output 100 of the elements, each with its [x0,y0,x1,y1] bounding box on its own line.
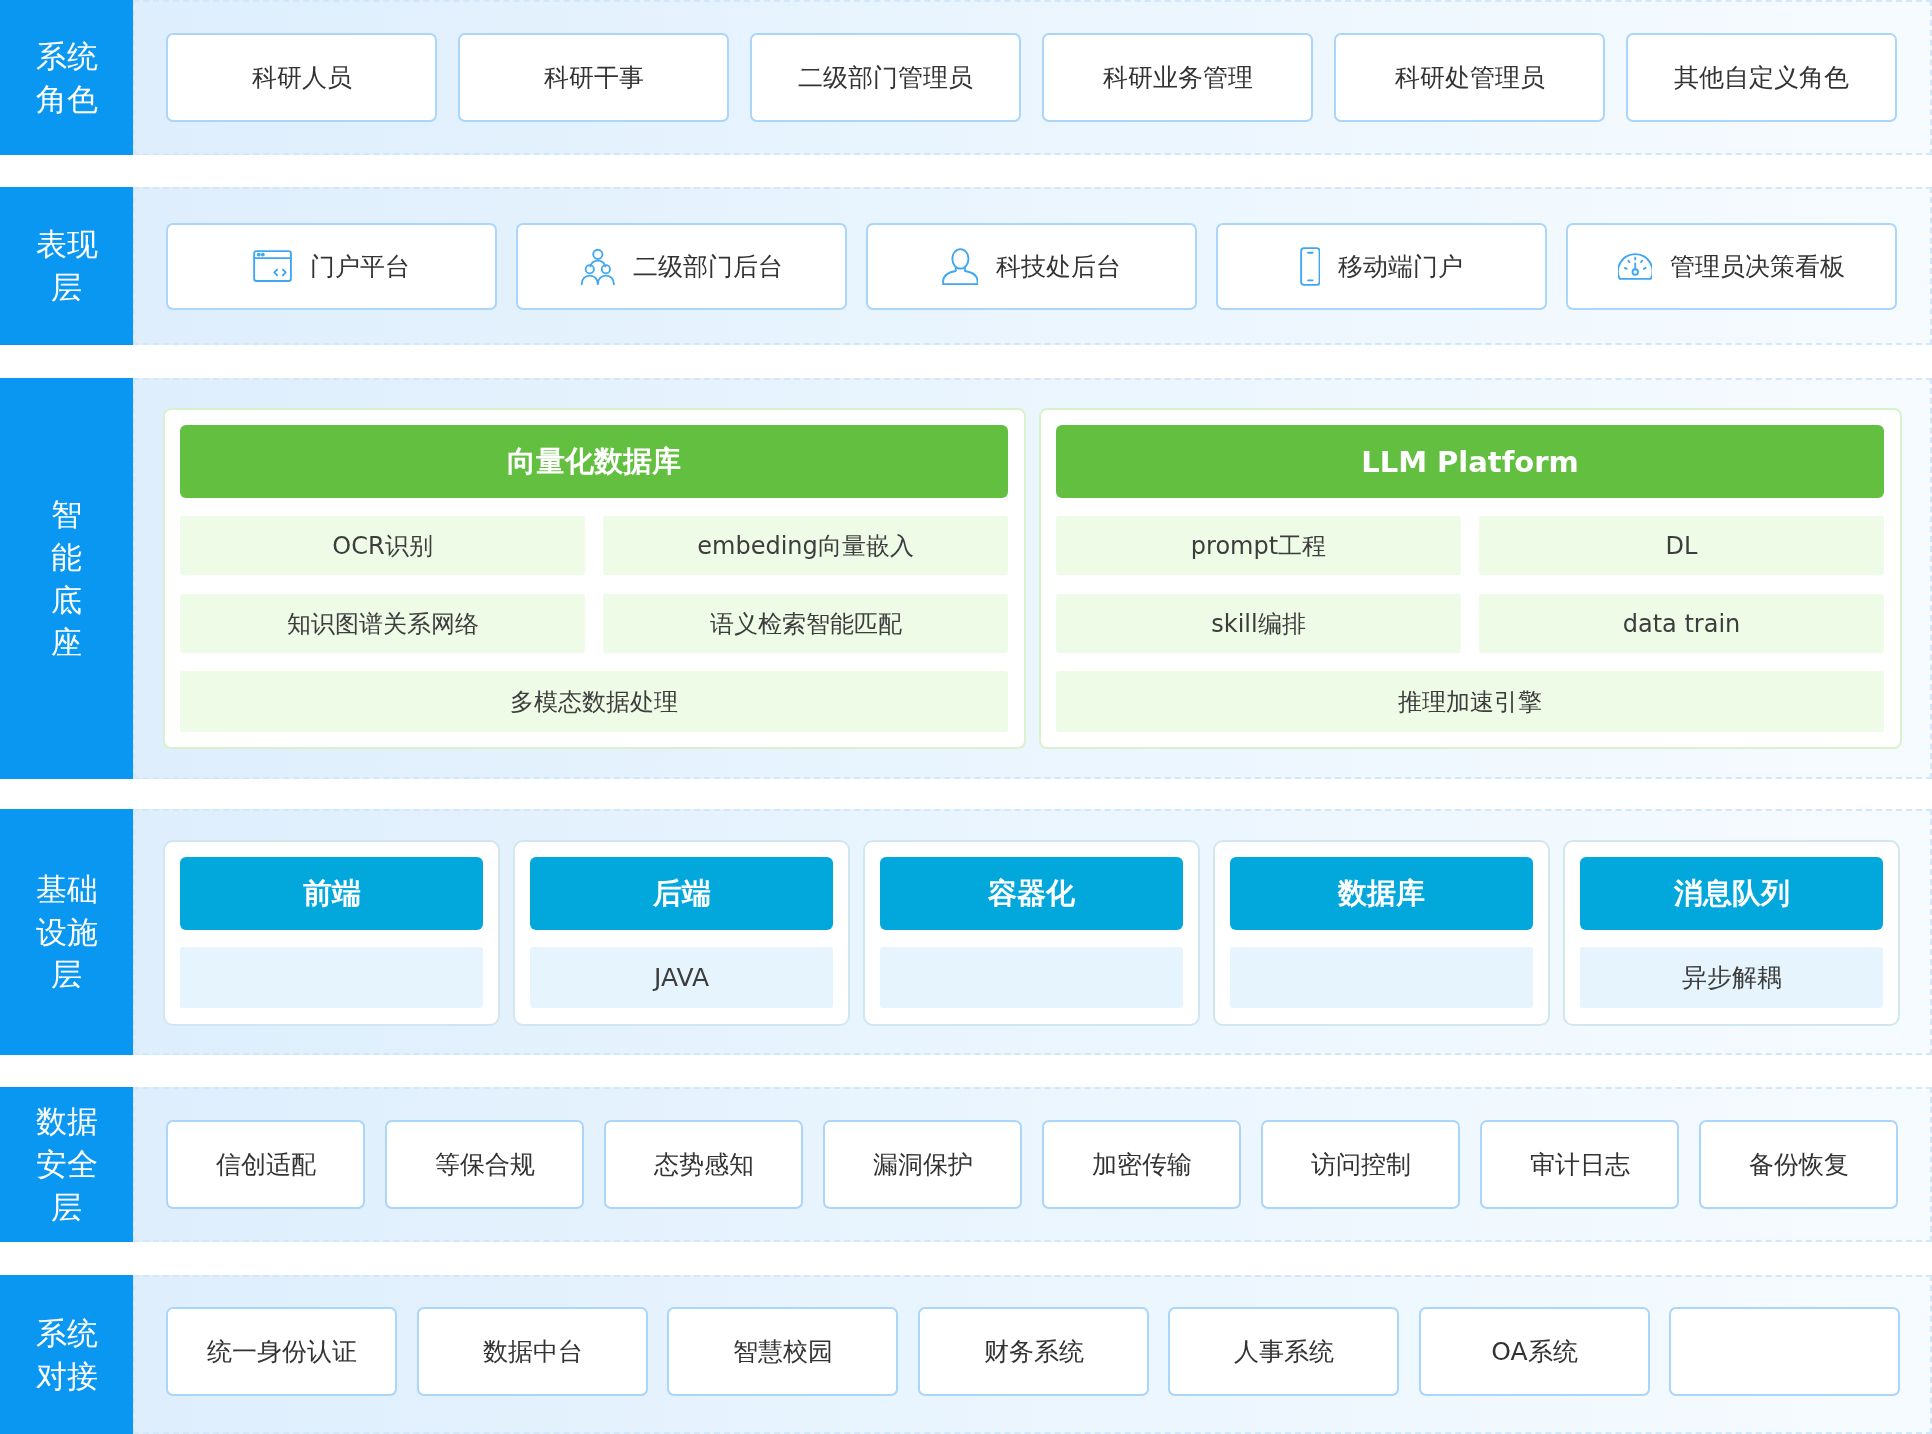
feature-tile [180,516,585,575]
tech-card [163,840,500,1026]
layer-band [0,1087,1932,1242]
module-name: 科技处后台 [996,251,1122,283]
module-box [750,33,1021,122]
feature-tile [1056,594,1461,653]
tech-tile [1580,947,1883,1008]
feature-name: data train [1622,609,1741,638]
module-name: 智慧校园 [732,1336,833,1368]
feature-tile [603,516,1008,575]
feature-tile [1056,671,1884,732]
module-box [1566,223,1897,310]
feature-name: DL [1665,531,1698,560]
module-box [166,1120,365,1209]
module-name: 移动端门户 [1338,251,1464,283]
module-box [458,33,729,122]
module-name: 科研干事 [543,62,644,94]
module-box [667,1307,898,1396]
card-title: 消息队列 [1673,874,1790,912]
panel-header-bar [180,425,1008,498]
module-name: 管理员决策看板 [1670,251,1846,283]
module-box [823,1120,1022,1209]
tech-card [1213,840,1550,1026]
layer-band [0,378,1932,779]
card-title: 容器化 [988,874,1075,912]
module-box [1419,1307,1650,1396]
module-box [166,1307,397,1396]
tech-tile [1230,947,1533,1008]
module-name: 科研业务管理 [1102,62,1253,94]
feature-tile [603,594,1008,653]
module-box [1261,1120,1460,1209]
module-box [1626,33,1897,122]
module-name: 科研人员 [251,62,352,94]
feature-name: 语义检索智能匹配 [709,608,902,640]
module-box [166,223,497,310]
card-header-bar [1580,857,1883,930]
module-box [1334,33,1605,122]
panel-title: LLM Platform [1361,444,1579,479]
card-title: 前端 [302,874,361,912]
module-name: 态势感知 [653,1149,754,1181]
module-box [1042,1120,1241,1209]
feature-tile [1056,516,1461,575]
card-header-bar [530,857,833,930]
panel-title: 向量化数据库 [507,442,681,480]
module-name: 统一身份认证 [206,1336,357,1368]
module-box [1699,1120,1898,1209]
card-header-bar [880,857,1183,930]
module-box [516,223,847,310]
card-header-bar [180,857,483,930]
tech-card [863,840,1200,1026]
tech-name: JAVA [653,963,709,992]
module-name: 人事系统 [1233,1336,1334,1368]
feature-name: OCR识别 [332,530,433,562]
layer-title: 表现层 [35,225,98,307]
panel-header-bar [1056,425,1884,498]
layer-title: 数据安全层 [35,1102,98,1227]
module-box [918,1307,1149,1396]
module-name: 审计日志 [1529,1149,1630,1181]
module-name: 门户平台 [310,251,411,283]
feature-name: 知识图谱关系网络 [286,608,479,640]
module-box [1216,223,1547,310]
module-name: 漏洞保护 [872,1149,973,1181]
feature-tile [180,671,1008,732]
module-box [385,1120,584,1209]
tech-card [513,840,850,1026]
tech-tile [530,947,833,1008]
module-box [866,223,1197,310]
module-name: 信创适配 [215,1149,316,1181]
module-name: 加密传输 [1091,1149,1192,1181]
layer-band [0,809,1932,1055]
layer-title: 系统角色 [35,36,98,119]
tech-name: 异步解耦 [1681,962,1782,994]
module-box [1168,1307,1399,1396]
feature-name: skill编排 [1211,608,1306,640]
module-panel [1039,408,1902,749]
module-name: 二级部门后台 [633,251,784,283]
module-name: 访问控制 [1310,1149,1411,1181]
module-name: 等保合规 [434,1149,535,1181]
feature-name: prompt工程 [1190,530,1327,562]
feature-name: 多模态数据处理 [510,686,678,718]
feature-tile [180,594,585,653]
feature-tile [1479,594,1884,653]
module-box [604,1120,803,1209]
layer-band [0,0,1932,155]
layer-title: 基础设施层 [35,869,98,995]
layer-band [0,187,1932,345]
module-box [166,33,437,122]
layer-band [0,1275,1932,1434]
tech-tile [180,947,483,1008]
layer-title: 智能底座 [51,494,82,663]
module-box [1669,1307,1900,1396]
feature-name: embeding向量嵌入 [697,530,914,562]
layer-title: 系统对接 [35,1313,98,1396]
module-name: OA系统 [1491,1336,1578,1368]
module-name: 二级部门管理员 [798,62,973,94]
module-box [1480,1120,1679,1209]
tech-tile [880,947,1183,1008]
module-name: 科研处管理员 [1394,62,1545,94]
module-name: 财务系统 [983,1336,1084,1368]
card-title: 后端 [652,874,711,912]
